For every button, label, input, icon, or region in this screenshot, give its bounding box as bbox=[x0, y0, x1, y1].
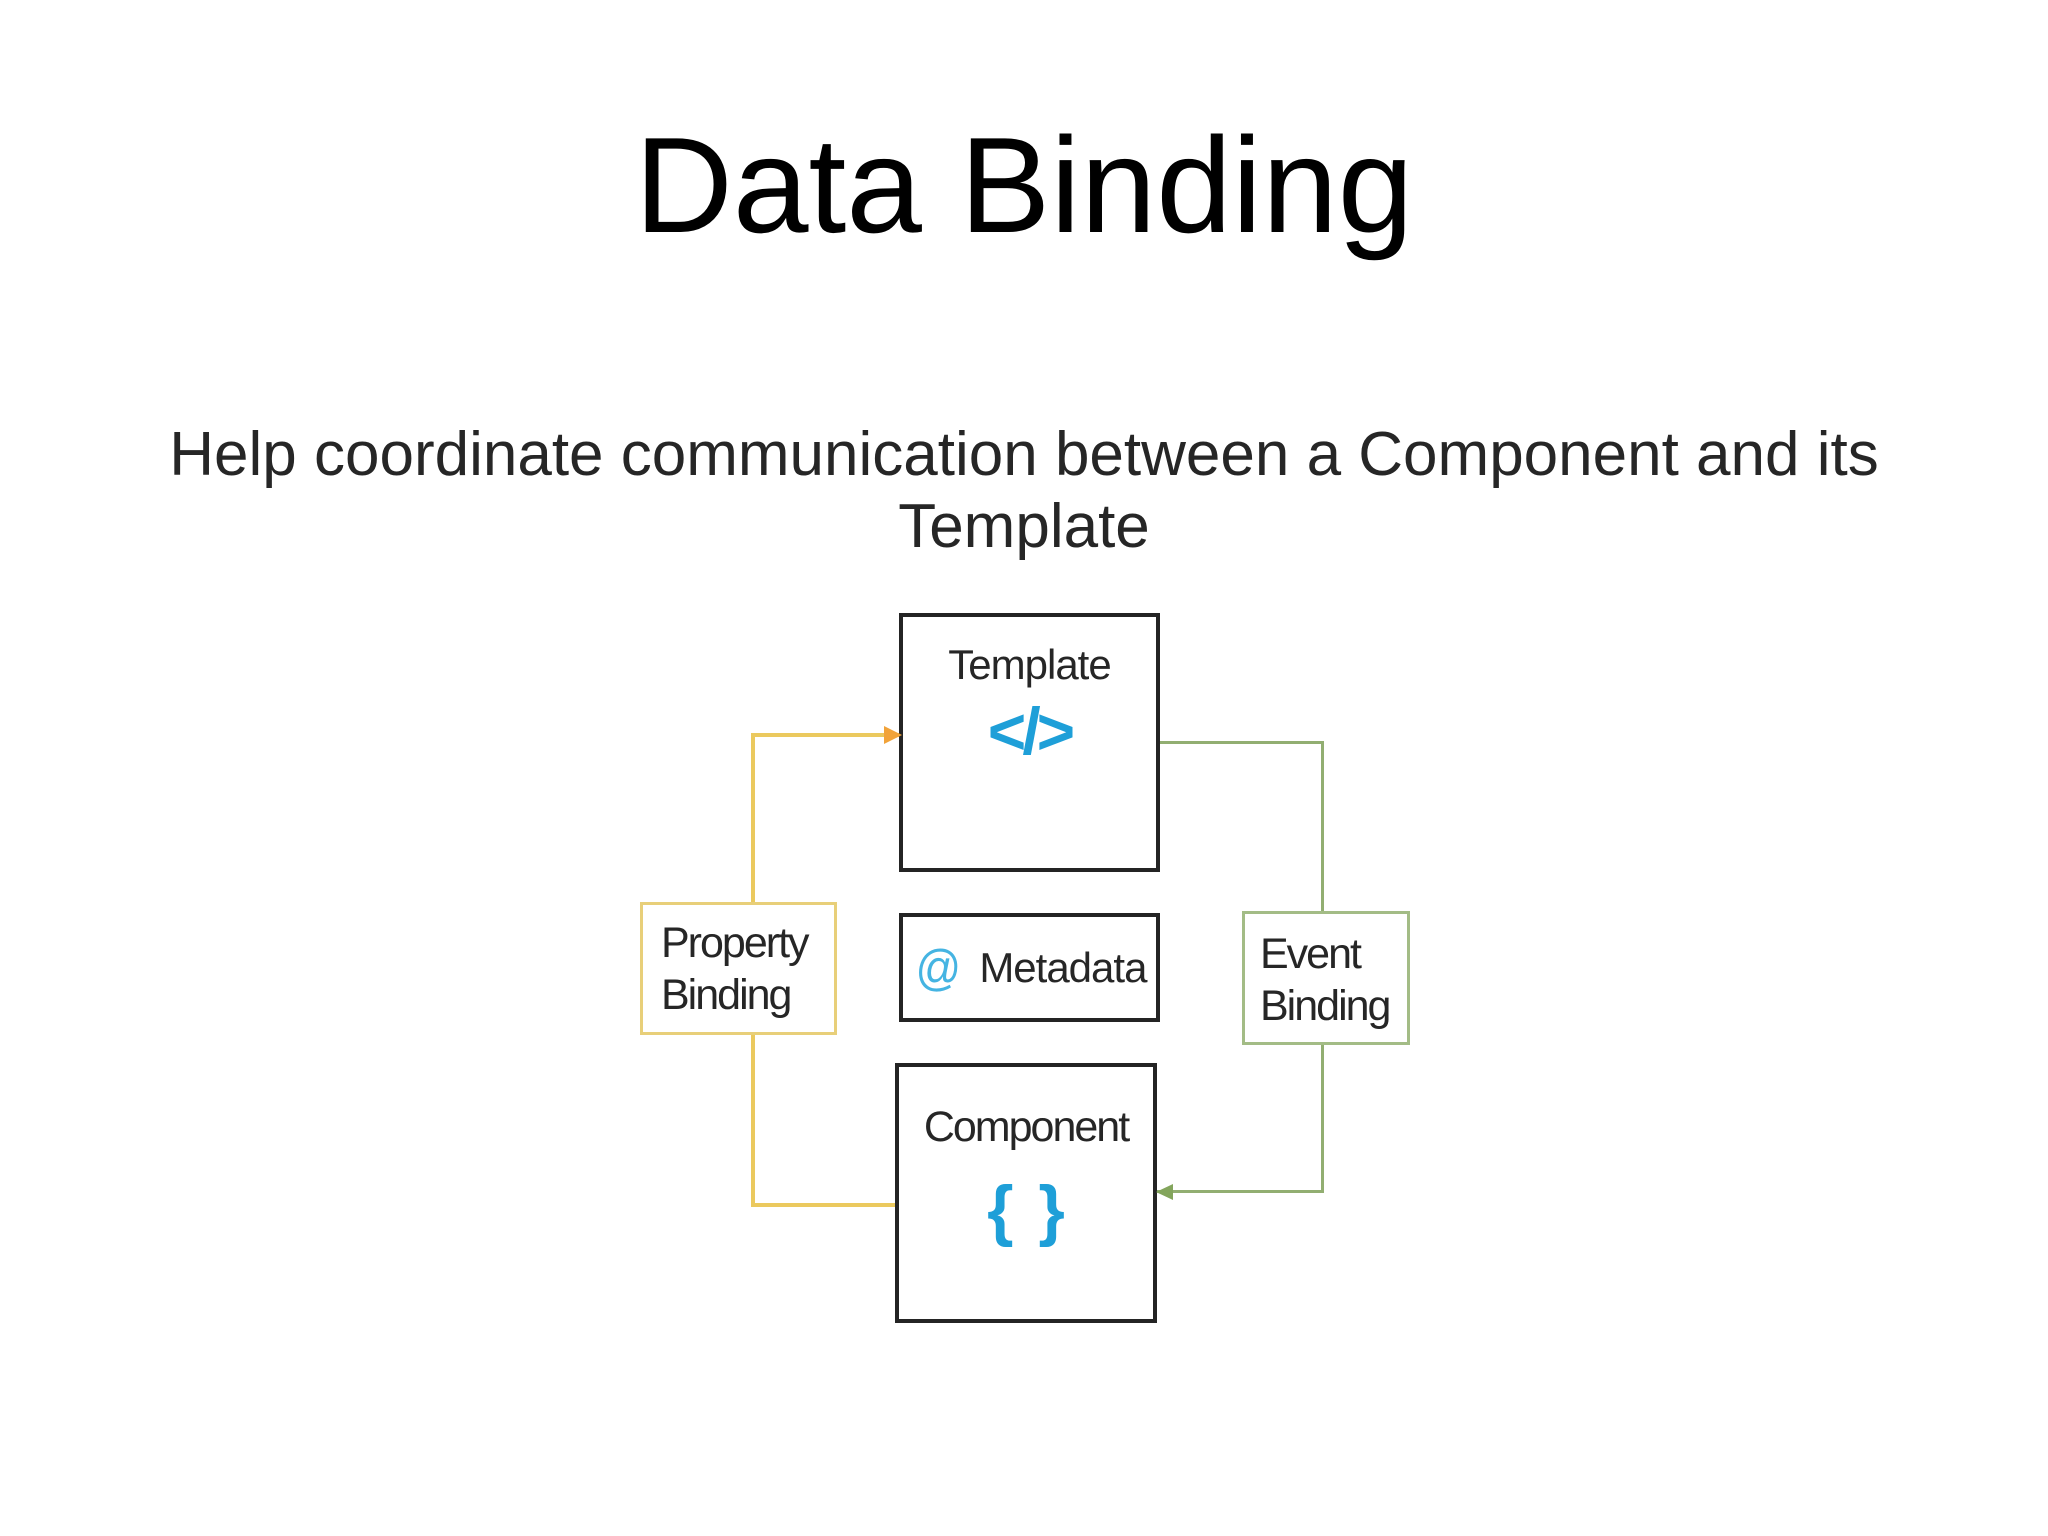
event-binding-label-line-1: Event bbox=[1260, 930, 1362, 978]
event-binding-connector-top-horizontal bbox=[1158, 741, 1324, 744]
component-box-label: Component bbox=[923, 1103, 1130, 1151]
arrow-left-icon bbox=[1156, 1184, 1173, 1200]
event-binding-label-line-2: Binding bbox=[1260, 982, 1391, 1030]
metadata-box: @ Metadata bbox=[899, 913, 1160, 1022]
subtitle: Help coordinate communication between a … bbox=[0, 419, 2048, 563]
event-binding-connector-top-vertical bbox=[1321, 741, 1324, 913]
page-title: Data Binding bbox=[634, 109, 1414, 261]
arrow-right-icon bbox=[884, 726, 902, 744]
at-icon: @ bbox=[915, 939, 961, 996]
code-icon: </> bbox=[987, 694, 1075, 768]
event-binding-connector-bottom-horizontal bbox=[1156, 1190, 1324, 1193]
property-binding-connector-bottom-horizontal bbox=[751, 1203, 899, 1207]
metadata-box-label: Metadata bbox=[979, 943, 1147, 991]
event-binding-connector-bottom-vertical bbox=[1321, 1043, 1324, 1193]
event-binding-box: Event Binding bbox=[1242, 911, 1410, 1045]
curly-braces-icon: { } bbox=[987, 1172, 1065, 1248]
property-binding-label-line-2: Binding bbox=[661, 971, 792, 1019]
subtitle-line-2: Template bbox=[898, 492, 1150, 561]
property-binding-connector-top-vertical bbox=[751, 733, 755, 906]
property-binding-connector-top-horizontal bbox=[753, 733, 901, 737]
property-binding-connector-bottom-vertical bbox=[751, 1031, 755, 1207]
template-box-label: Template bbox=[948, 641, 1111, 688]
subtitle-line-1: Help coordinate communication between a … bbox=[169, 420, 1879, 489]
property-binding-box: Property Binding bbox=[640, 902, 837, 1035]
template-box: Template </> bbox=[899, 613, 1160, 872]
component-box: Component { } bbox=[895, 1063, 1157, 1323]
property-binding-label-line-1: Property bbox=[661, 919, 810, 967]
